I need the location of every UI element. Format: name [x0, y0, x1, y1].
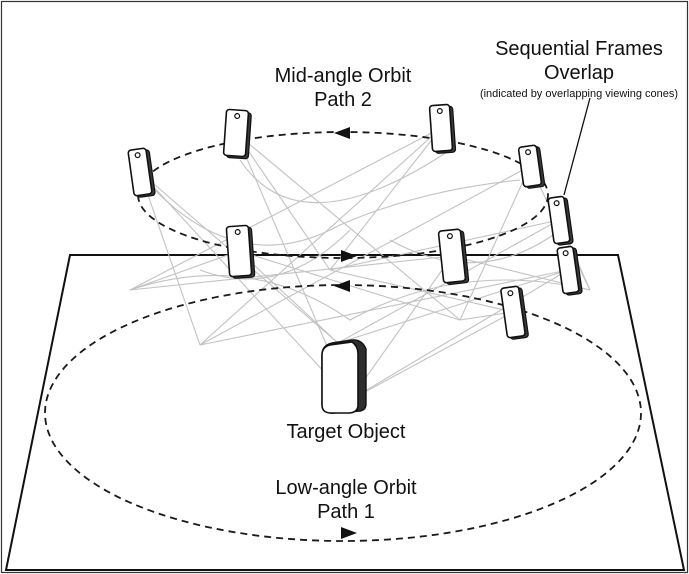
target-object-label: Target Object: [287, 421, 406, 443]
camera: [547, 195, 574, 246]
camera: [127, 147, 156, 198]
camera-body: [437, 228, 467, 284]
viewing-cone-ray: [459, 165, 531, 321]
low-orbit-label-line1: Low-angle Orbit: [275, 477, 417, 499]
target-object: [321, 339, 367, 414]
arrow-left-icon: [334, 127, 350, 139]
viewing-cone-ray: [199, 269, 569, 346]
viewing-cone-ray: [235, 132, 461, 321]
camera: [225, 224, 256, 279]
camera-lens: [446, 233, 453, 240]
viewing-cone-ray: [329, 127, 442, 271]
camera-lens: [562, 250, 569, 257]
mid-orbit-label-line2: Path 2: [314, 89, 372, 111]
overlap-label-line2: Overlap: [544, 62, 614, 84]
viewing-cone-ray: [349, 255, 453, 401]
overlap-leader-line: [563, 97, 591, 196]
camera-body: [428, 103, 454, 153]
camera: [500, 285, 529, 340]
viewing-cone-ray: [349, 269, 569, 401]
arrow-left-icon: [334, 280, 350, 292]
overlap-label-line1: Sequential Frames: [495, 38, 663, 60]
camera-lens: [525, 149, 532, 156]
camera-lens: [134, 152, 141, 159]
viewing-cone-ray: [129, 127, 442, 291]
cameras: [127, 103, 583, 340]
camera: [517, 144, 546, 189]
camera-body: [517, 144, 543, 188]
camera-lens: [436, 108, 443, 115]
camera: [556, 245, 583, 296]
viewing-cone-ray: [349, 311, 514, 401]
viewing-cone-ray: [139, 171, 201, 346]
viewing-cone-ray: [139, 171, 351, 401]
viewing-cone-overlap: [389, 229, 561, 264]
viewing-cone-overlap: [149, 179, 521, 246]
camera: [437, 228, 470, 285]
low-orbit-label-line2: Path 1: [317, 501, 375, 523]
viewing-cone-overlap: [129, 274, 591, 321]
camera-body: [127, 147, 153, 197]
viewing-cone-ray: [235, 132, 331, 271]
camera: [428, 103, 457, 154]
viewing-cone-ray: [337, 269, 569, 344]
box-front-face: [321, 341, 359, 414]
viewing-cone-ray: [238, 250, 339, 344]
viewing-cone-ray: [129, 250, 240, 291]
viewing-cone-ray: [199, 127, 442, 346]
mid-orbit-label-line1: Mid-angle Orbit: [275, 65, 412, 87]
camera-body: [500, 285, 526, 339]
arrow-right-icon: [341, 527, 357, 539]
camera-body: [547, 195, 571, 245]
camera-lens: [553, 200, 560, 207]
overlap-note: (indicated by overlapping viewing cones): [480, 88, 678, 100]
camera-body: [222, 108, 250, 158]
arrow-right-icon: [341, 250, 357, 262]
camera-lens: [507, 290, 514, 297]
camera-body: [556, 245, 580, 295]
viewing-cone-ray: [199, 165, 531, 346]
viewing-cone-ray: [129, 255, 453, 291]
camera: [222, 108, 252, 160]
mid-angle-orbit-path: [137, 131, 549, 259]
viewing-cone-overlap: [239, 149, 451, 204]
camera-body: [225, 224, 253, 278]
camera-lens: [234, 229, 241, 236]
ground-plane: [4, 254, 686, 571]
camera-lens: [234, 113, 241, 120]
low-angle-orbit-path: [44, 284, 642, 542]
